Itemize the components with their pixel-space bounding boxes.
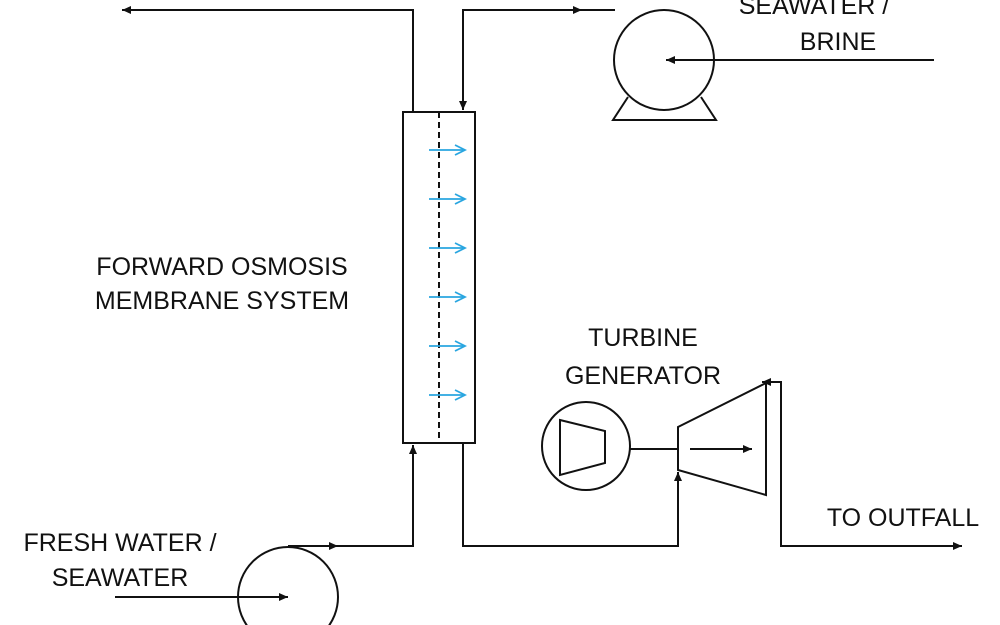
fresh-water-label-line1: FRESH WATER /	[23, 529, 216, 557]
turbine-label-line1: TURBINE	[588, 324, 698, 352]
fresh-water-label-line2: SEAWATER	[52, 564, 189, 592]
turbine	[630, 381, 767, 497]
fo-system-label-line1: FORWARD OSMOSIS	[96, 253, 347, 281]
turbine-exhaust-line	[766, 381, 962, 550]
turbine-label-line2: GENERATOR	[565, 362, 721, 390]
turbine-body	[677, 381, 767, 497]
pump-base	[611, 96, 718, 121]
permeate-outlet-line	[122, 6, 414, 112]
outfall-label: TO OUTFALL	[827, 504, 979, 532]
generator-symbol	[559, 418, 606, 477]
seawater-pump	[611, 9, 934, 121]
fresh-feed-line	[288, 445, 417, 547]
brine-outlet-line	[462, 443, 682, 547]
fo-system-label-line2: MEMBRANE SYSTEM	[95, 287, 349, 315]
seawater-feed-line	[459, 9, 615, 110]
water-flux-arrows	[429, 150, 465, 395]
generator	[541, 401, 631, 491]
fresh-pump-casing	[237, 546, 339, 625]
membrane-module	[402, 111, 476, 444]
seawater-brine-label-line2: BRINE	[800, 28, 876, 56]
fresh-water-pump	[115, 546, 339, 625]
seawater-brine-label-line1: SEAWATER /	[739, 0, 890, 20]
